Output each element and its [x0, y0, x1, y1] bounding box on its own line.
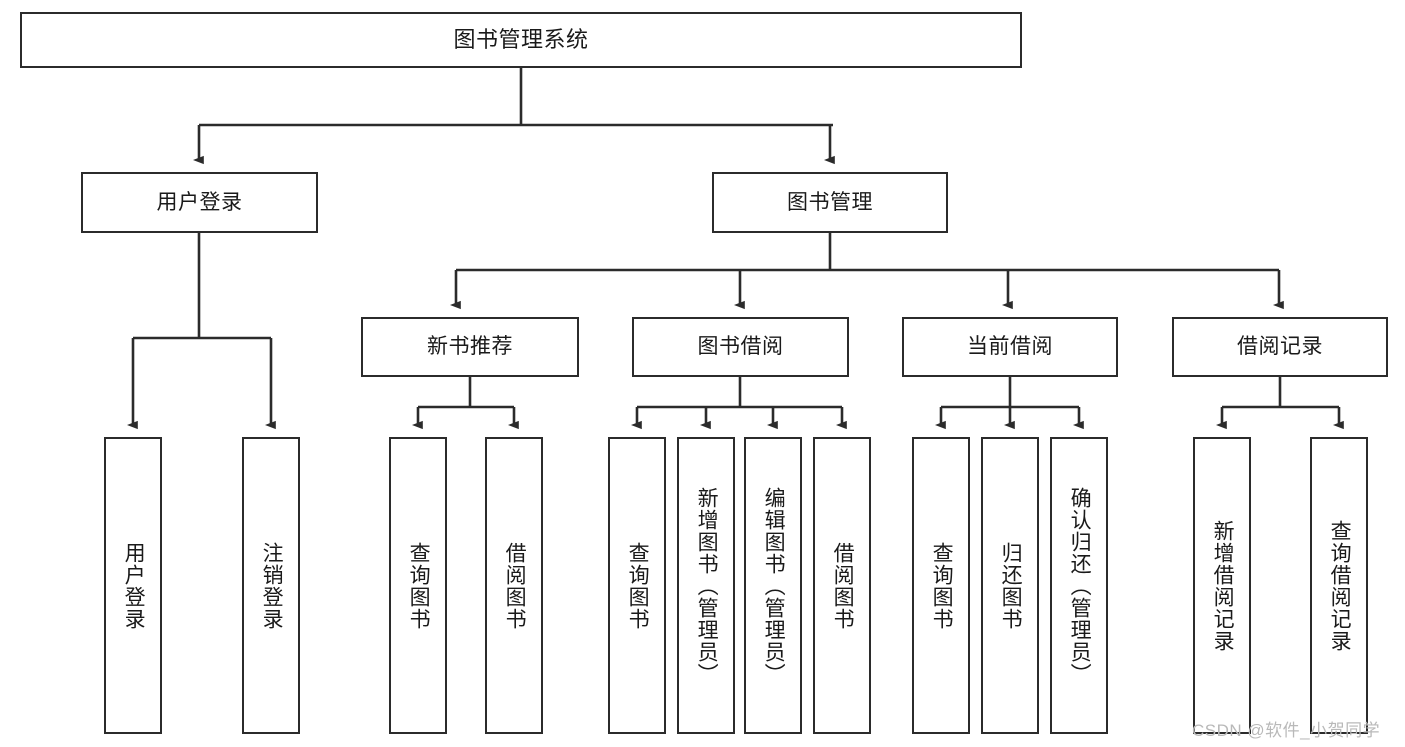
leaf-label: 查询图书 — [930, 541, 954, 630]
leaf-label: 注销登录 — [260, 541, 284, 630]
leaf-label: 借阅图书 — [831, 541, 855, 630]
leaf-label: 新增借阅记录 — [1211, 519, 1235, 652]
leaf-user-login-login[interactable]: 用户登录 — [104, 437, 162, 734]
leaf-user-login-logout[interactable]: 注销登录 — [242, 437, 300, 734]
leaf-current-return-book[interactable]: 归还图书 — [981, 437, 1039, 734]
leaf-borrow-query-book[interactable]: 查询图书 — [608, 437, 666, 734]
leaf-label: 借阅图书 — [503, 541, 527, 630]
leaf-label: 查询借阅记录 — [1328, 519, 1352, 652]
node-borrow-record[interactable]: 借阅记录 — [1172, 317, 1388, 377]
node-current-borrow[interactable]: 当前借阅 — [902, 317, 1118, 377]
leaf-borrow-add-book-admin[interactable]: 新增图书（管理员） — [677, 437, 735, 734]
leaf-current-confirm-return-admin[interactable]: 确认归还（管理员） — [1050, 437, 1108, 734]
leaf-current-query-book[interactable]: 查询图书 — [912, 437, 970, 734]
leaf-borrow-borrow-book[interactable]: 借阅图书 — [813, 437, 871, 734]
leaf-label: 查询图书 — [626, 541, 650, 630]
leaf-record-add-record[interactable]: 新增借阅记录 — [1193, 437, 1251, 734]
leaf-label: 编辑图书（管理员） — [762, 486, 786, 685]
node-new-book-recommend[interactable]: 新书推荐 — [361, 317, 579, 377]
leaf-label: 归还图书 — [999, 541, 1023, 630]
leaf-recommend-query-book[interactable]: 查询图书 — [389, 437, 447, 734]
leaf-recommend-borrow-book[interactable]: 借阅图书 — [485, 437, 543, 734]
leaf-borrow-edit-book-admin[interactable]: 编辑图书（管理员） — [744, 437, 802, 734]
leaf-label: 查询图书 — [407, 541, 431, 630]
leaf-record-query-record[interactable]: 查询借阅记录 — [1310, 437, 1368, 734]
leaf-label: 用户登录 — [122, 541, 146, 630]
node-root-system[interactable]: 图书管理系统 — [20, 12, 1022, 68]
node-book-management[interactable]: 图书管理 — [712, 172, 948, 233]
leaf-label: 确认归还（管理员） — [1068, 486, 1092, 685]
watermark-text: CSDN @软件_小贺同学 — [1192, 721, 1381, 740]
node-book-borrow[interactable]: 图书借阅 — [632, 317, 849, 377]
node-user-login[interactable]: 用户登录 — [81, 172, 318, 233]
leaf-label: 新增图书（管理员） — [695, 486, 719, 685]
